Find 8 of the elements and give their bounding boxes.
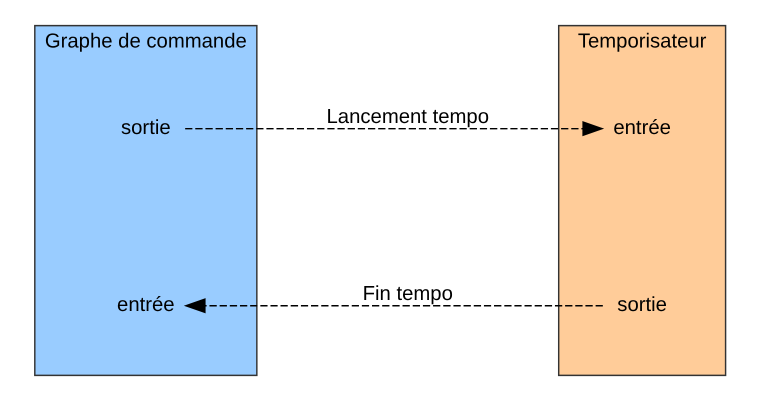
node-text: sortie <box>120 117 170 140</box>
node-text: entrée <box>612 117 670 140</box>
arrow <box>183 298 602 314</box>
edge-label: Lancement tempo <box>326 106 489 128</box>
edge-label: Fin tempo <box>362 283 452 306</box>
node-text: entrée <box>116 294 174 316</box>
node-text: sortie <box>616 294 666 316</box>
arrow <box>184 121 604 136</box>
